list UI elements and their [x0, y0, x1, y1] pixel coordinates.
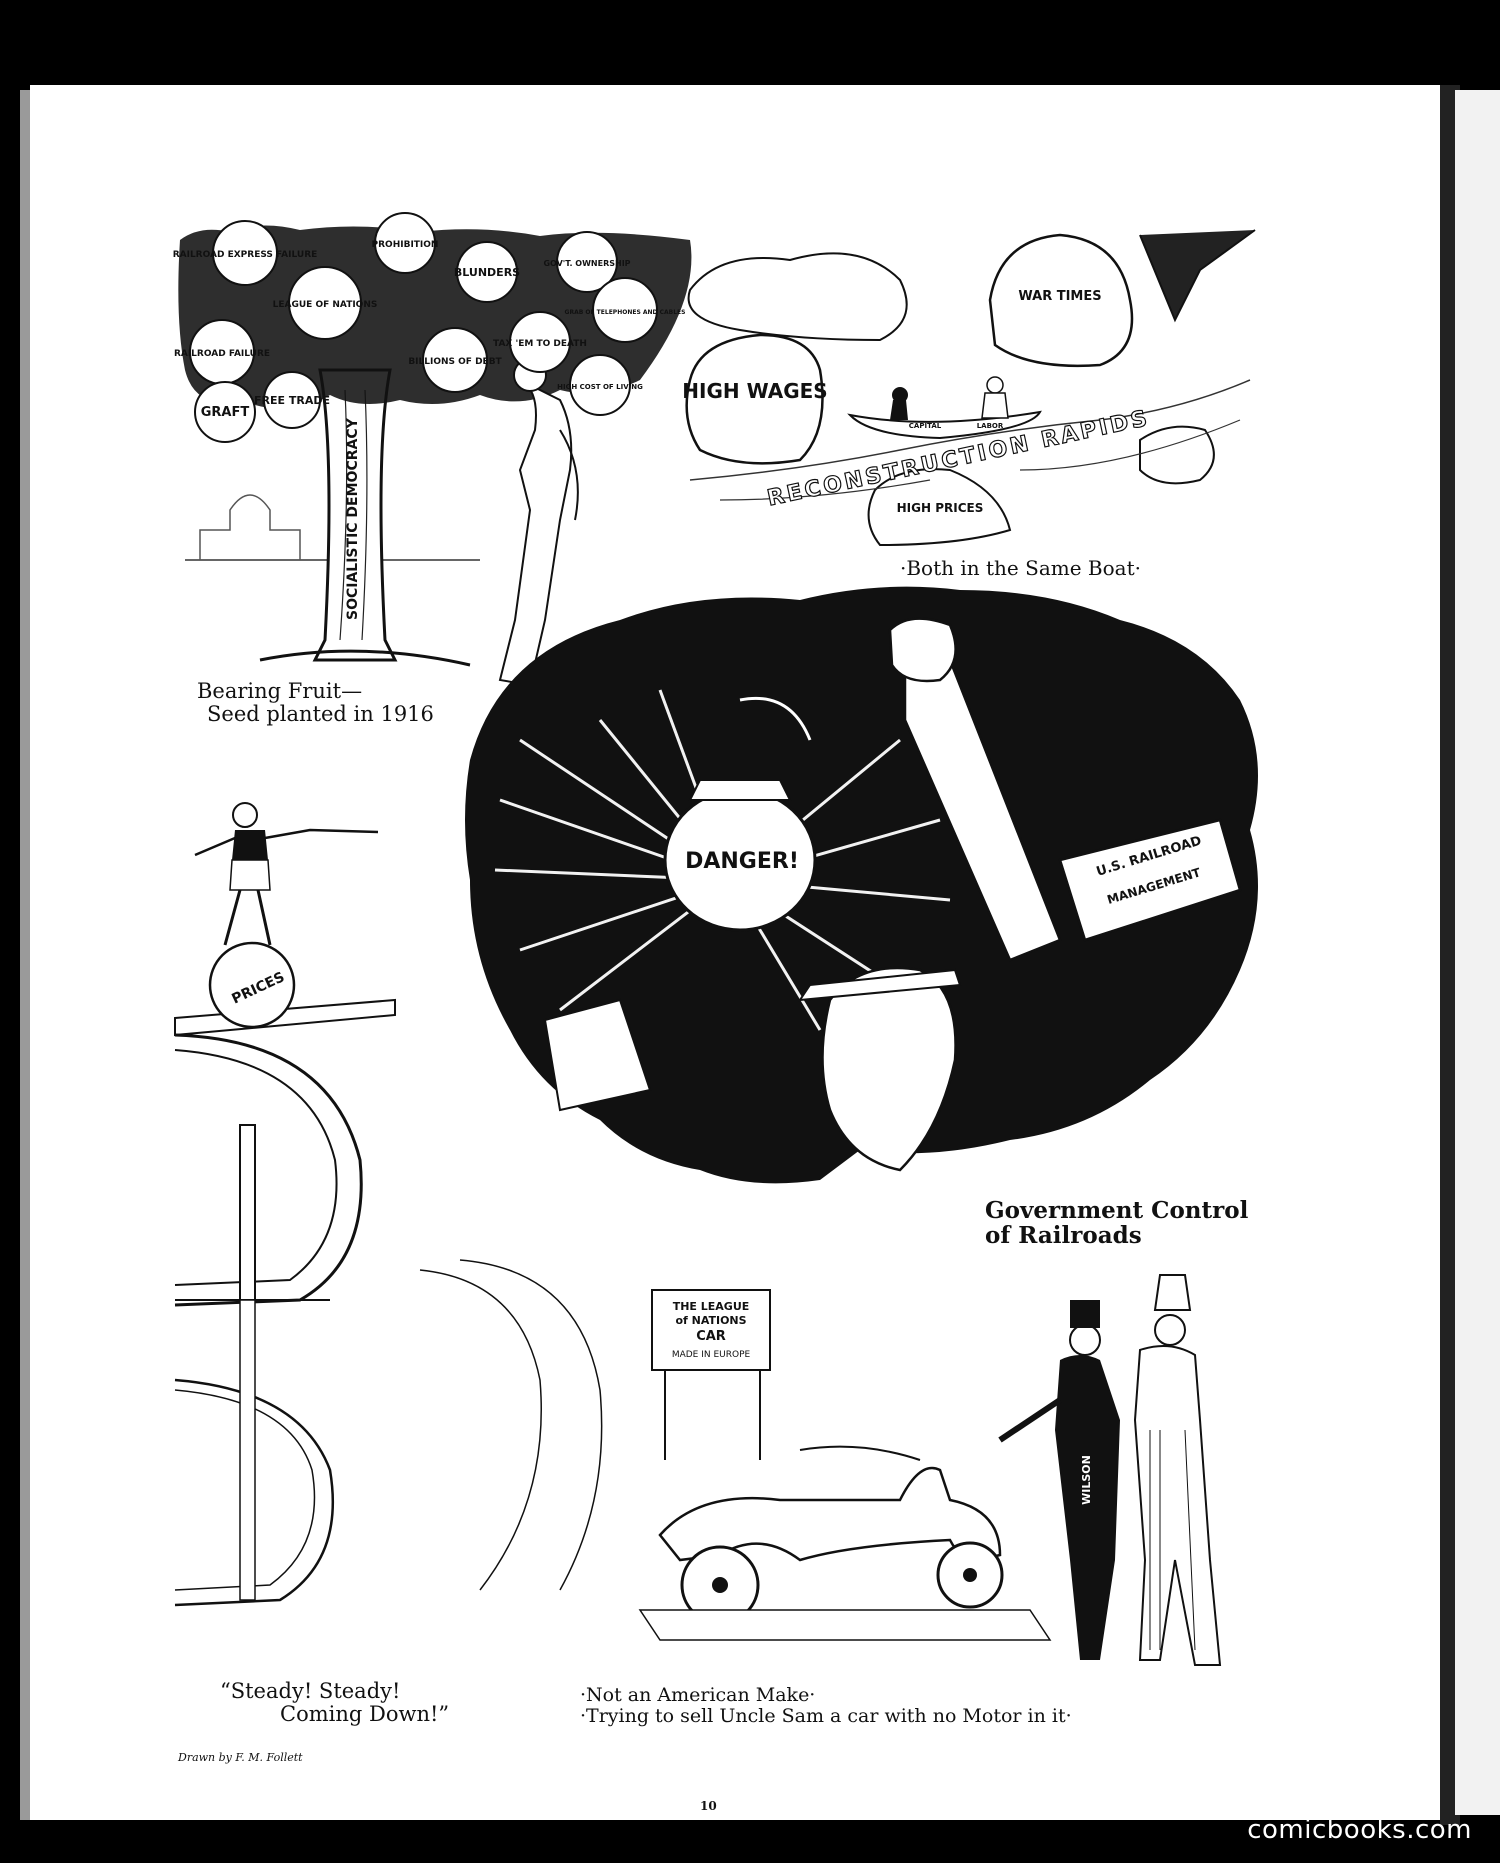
prices-ball [208, 941, 296, 1029]
sign-line: MADE IN EUROPE [672, 1350, 751, 1360]
tree-caption: Bearing Fruit— Seed planted in 1916 [197, 679, 434, 727]
railroad-caption: Government Control of Railroads [985, 1198, 1248, 1249]
uncle-sam-face [821, 966, 957, 1172]
fruit-label: FREE TRADE [254, 394, 330, 407]
page-number: 10 [700, 1799, 717, 1813]
railroad-panel: DANGER! U.S. RAILROAD MANAGEMENT [465, 586, 1258, 1184]
wilson-figure [1055, 1355, 1120, 1660]
rock-label: HIGH PRICES [897, 501, 984, 515]
fruit-label: GRAB OF TELEPHONES AND CABLES [565, 309, 686, 316]
caption-line: ·Not an American Make· [580, 1684, 816, 1706]
rock-war-times [988, 233, 1134, 368]
watermark: comicbooks.com [1247, 1815, 1472, 1845]
fruit [456, 241, 518, 303]
boat-label-labor: LABOR [977, 422, 1004, 430]
wilson-label: WILSON [1080, 1455, 1093, 1505]
rock-high-prices [867, 468, 1012, 547]
sign-line: CAR [696, 1329, 726, 1344]
fruit-label: PROHIBITION [372, 240, 439, 250]
caption-line: ·Trying to sell Uncle Sam a car with no … [580, 1704, 1072, 1727]
boat-caption: ·Both in the Same Boat· [900, 556, 1141, 580]
night-sky [465, 586, 1258, 1184]
caption-line: Bearing Fruit— [197, 679, 363, 703]
rock-high-wages [685, 333, 824, 465]
caption-line: Government Control [985, 1197, 1249, 1224]
league-car [658, 1466, 1002, 1562]
caption-line: Seed planted in 1916 [207, 702, 434, 727]
rock-label: WAR TIMES [1018, 289, 1101, 304]
fruit [556, 231, 618, 293]
fruit-label: BILLIONS OF DEBT [408, 357, 502, 367]
car-caption: ·Not an American Make· ·Trying to sell U… [580, 1685, 1072, 1727]
tree-fruits: RAILROAD EXPRESS FAILURE PROHIBITION BLU… [173, 212, 686, 443]
fruit-label: RAILROAD EXPRESS FAILURE [173, 250, 318, 260]
balance-shelf [174, 998, 396, 1037]
fruit [374, 212, 436, 274]
fruit-label: GOV'T. OWNERSHIP [543, 259, 630, 268]
fruit [194, 381, 256, 443]
car-sign [651, 1289, 771, 1371]
fruit [592, 277, 658, 343]
boat-label-capital: CAPITAL [909, 422, 942, 430]
fruit-label: HIGH COST OF LIVING [557, 383, 643, 391]
fruit [509, 311, 571, 373]
fruit [288, 266, 362, 340]
fruit [569, 354, 631, 416]
boat-panel: HIGH WAGES WAR TIMES HIGH PRICES CAPITAL… [682, 229, 1256, 547]
caption-line: of Railroads [985, 1222, 1142, 1250]
fruit-label: BLUNDERS [454, 266, 520, 279]
fruit-label: TAX 'EM TO DEATH [493, 339, 587, 349]
sign-line: THE LEAGUE [673, 1300, 750, 1313]
balance-caption: “Steady! Steady! Coming Down!” [220, 1679, 450, 1727]
fruit-label: GRAFT [201, 405, 250, 420]
uncle-sam-figure [1133, 1345, 1222, 1666]
caption-line: “Steady! Steady! [220, 1679, 401, 1703]
fruit [212, 220, 278, 286]
artist-credit: Drawn by F. M. Follett [178, 1751, 303, 1764]
rock-label: HIGH WAGES [682, 379, 827, 403]
fruit [263, 371, 321, 429]
balance-panel: PRICES [174, 802, 603, 1607]
train-car [1058, 818, 1242, 942]
trunk-label: SOCIALISTIC DEMOCRACY [345, 417, 361, 620]
lantern-label: DANGER! [685, 849, 799, 874]
fruit [422, 327, 488, 393]
fruit-label: LEAGUE OF NATIONS [273, 300, 378, 310]
locomotive [543, 998, 652, 1112]
next-page-edge [1455, 90, 1500, 1815]
car-panel: THE LEAGUE of NATIONS CAR MADE IN EUROPE… [638, 1274, 1222, 1666]
caption-line: Coming Down!” [280, 1702, 450, 1727]
sign-line: of NATIONS [675, 1314, 746, 1327]
fruit-label: RAILROAD FAILURE [174, 349, 270, 359]
